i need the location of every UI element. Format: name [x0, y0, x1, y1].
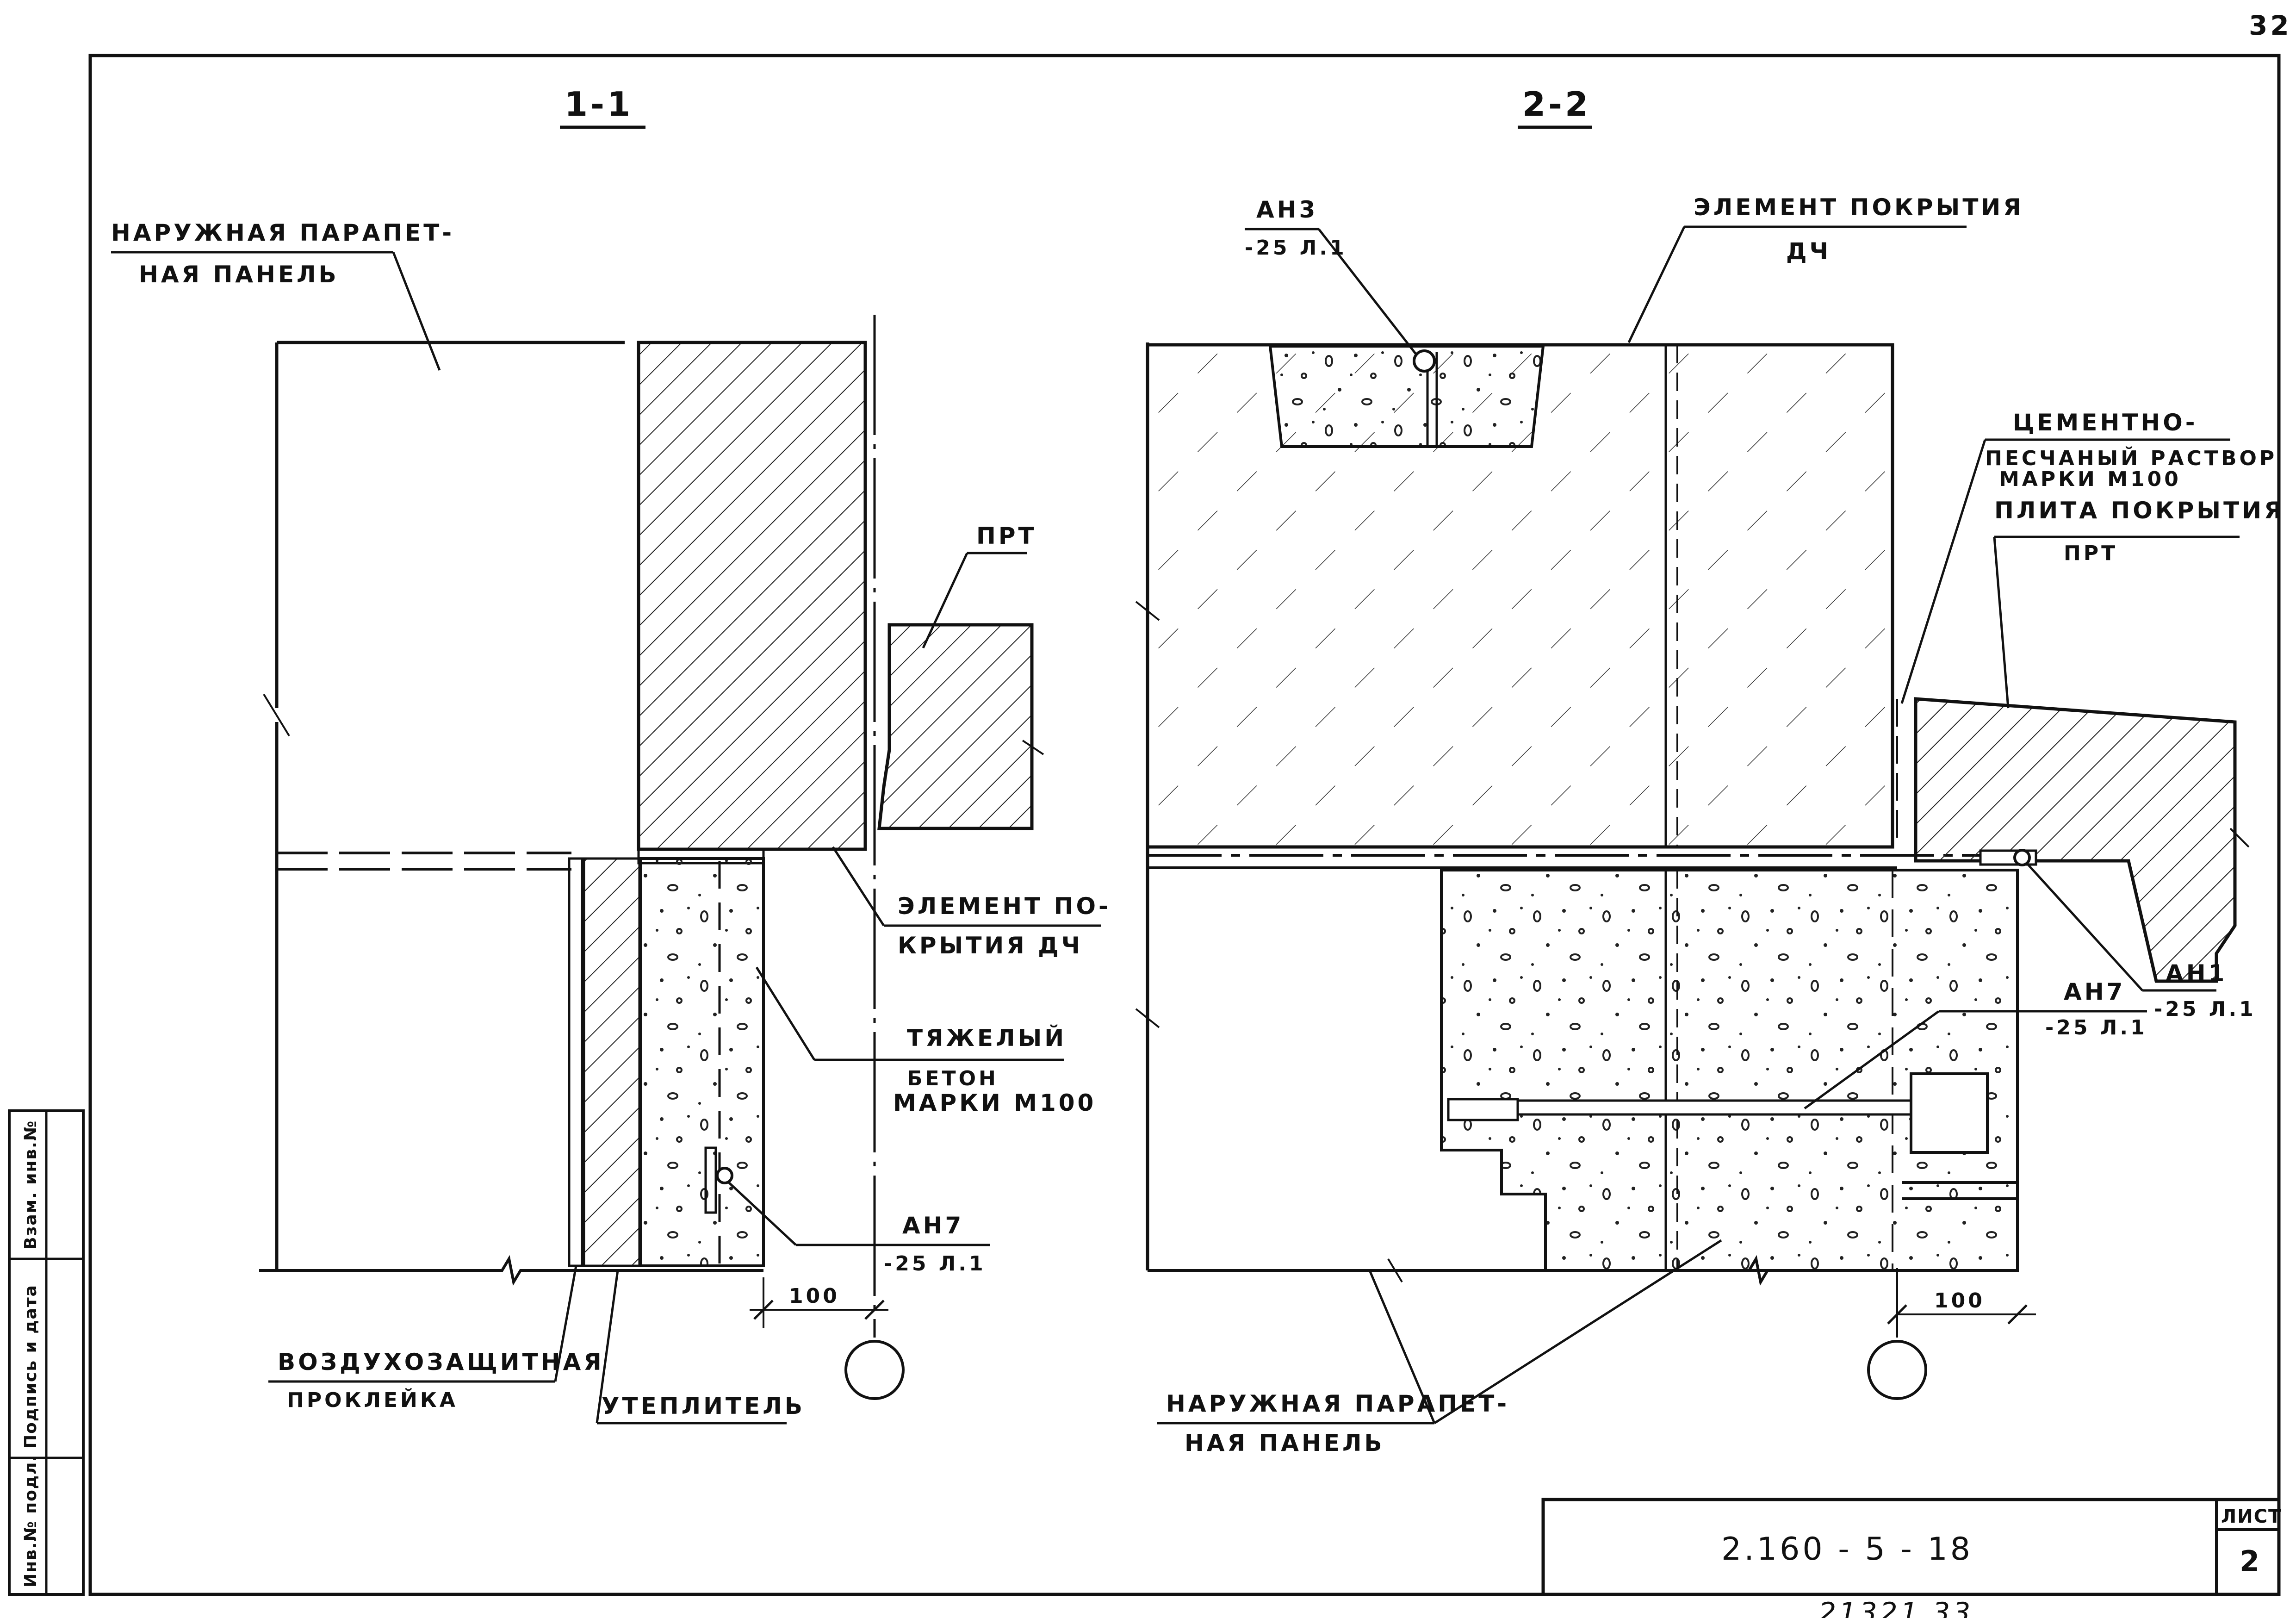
label-an3-b: -25 Л.1 [1245, 236, 1347, 260]
roof-element-1 [637, 341, 867, 851]
label-outer-panel-2b: НАЯ ПАНЕЛЬ [1185, 1430, 1385, 1456]
label-insulation: УТЕПЛИТЕЛЬ [602, 1393, 805, 1419]
label-outer-panel-1a: НАРУЖНАЯ ПАРАПЕТ- [111, 219, 454, 246]
title-block: ЛИСТ 2 2.160 - 5 - 18 [1541, 1498, 2282, 1596]
section-1-1: 1-1 100 НАРУЖНАЯ ПАР [111, 85, 1111, 1425]
top-pocket [1268, 345, 1545, 448]
dim-100-1: 100 [789, 1284, 840, 1308]
dim-100-2: 100 [1934, 1289, 1985, 1313]
label-mortar-b: ПЕСЧАНЫЙ РАСТВОР [1985, 446, 2277, 470]
section-title-1-1: 1-1 [565, 85, 633, 124]
anchor-an1 [2013, 849, 2031, 866]
label-an7-1a: АН7 [902, 1212, 964, 1239]
insulation [583, 857, 641, 1267]
stamp-sign: Подпись и дата [21, 1284, 40, 1449]
footer-number: 21321 33 [1818, 1597, 1973, 1618]
slab-prt-1 [877, 623, 1034, 830]
label-air-seal-a: ВОЗДУХОЗАЩИТНАЯ [278, 1349, 604, 1375]
label-heavy-a: ТЯЖЕЛЫЙ [907, 1024, 1067, 1052]
label-mortar-a: ЦЕМЕНТНО- [2013, 409, 2198, 436]
stamp-replace: Взам. инв.№ [21, 1120, 40, 1250]
sheet-frame [88, 54, 2281, 1596]
outer-panel-1 [275, 341, 625, 1270]
embedded-box [1910, 1072, 1989, 1154]
anchor-an3 [1413, 349, 1436, 373]
section-2-2: 2-2 [1135, 85, 2285, 1456]
doc-code: 2.160 - 5 - 18 [1721, 1531, 1973, 1568]
label-an7-2b: -25 Л.1 [2045, 1016, 2147, 1039]
label-element-1a: ЭЛЕМЕНТ ПО- [898, 893, 1111, 920]
label-mortar-c: МАРКИ М100 [1999, 467, 2181, 491]
label-prt-1: ПРТ [976, 523, 1037, 549]
heavy-concrete [639, 857, 765, 1267]
stamp-inv: Инв.№ подл. [21, 1454, 40, 1587]
label-an1-b: -25 Л.1 [2154, 997, 2256, 1021]
side-stamp: Инв.№ подл. Подпись и дата Взам. инв.№ [8, 1109, 85, 1596]
anchor-an7-1 [716, 1167, 733, 1184]
label-heavy-c: МАРКИ М100 [893, 1089, 1096, 1116]
label-element-2b: ДЧ [1786, 238, 1831, 265]
label-an3-a: АН3 [1256, 196, 1318, 223]
page-number: 32 [2249, 10, 2292, 41]
label-element-1b: КРЫТИЯ ДЧ [898, 932, 1083, 959]
label-an7-2a: АН7 [2064, 978, 2125, 1005]
label-outer-panel-2a: НАРУЖНАЯ ПАРАПЕТ- [1166, 1390, 1509, 1417]
axis-marker-1 [844, 1340, 905, 1400]
sheet-label: ЛИСТ [2221, 1506, 2282, 1527]
label-an1-a: АН1 [2166, 960, 2227, 987]
label-an7-1b: -25 Л.1 [884, 1252, 986, 1276]
label-heavy-b: БЕТОН [907, 1067, 999, 1090]
label-air-seal-b: ПРОКЛЕЙКА [287, 1388, 458, 1412]
section-title-2-2: 2-2 [1522, 85, 1591, 124]
label-slab-a: ПЛИТА ПОКРЫТИЯ [1994, 497, 2285, 524]
label-outer-panel-1b: НАЯ ПАНЕЛЬ [139, 261, 339, 288]
sheet-number: 2 [2240, 1544, 2262, 1578]
lower-parapet-concrete [1440, 869, 2019, 1272]
axis-marker-2 [1867, 1340, 1927, 1400]
air-seal-strip [568, 857, 583, 1267]
tie-bar [1447, 1099, 1982, 1116]
label-slab-b: ПРТ [2064, 541, 2118, 565]
label-element-2a: ЭЛЕМЕНТ ПОКРЫТИЯ [1694, 194, 2024, 221]
